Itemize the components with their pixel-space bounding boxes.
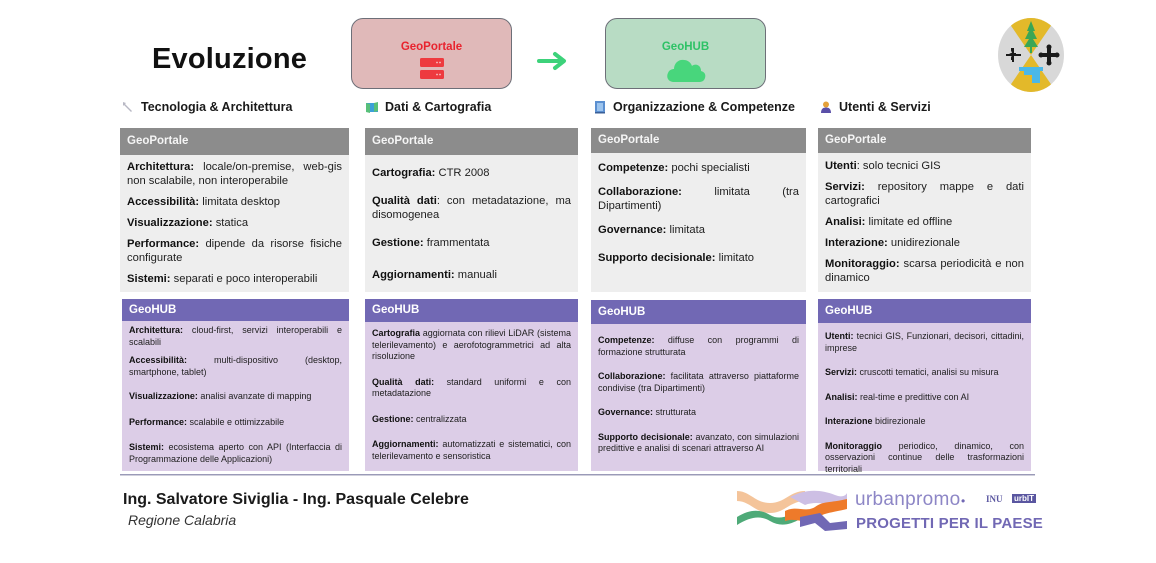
section-title-label: Organizzazione & Competenze xyxy=(613,100,795,114)
geoportale-state-label: GeoPortale xyxy=(400,41,463,53)
cloud-icon xyxy=(666,59,705,82)
card-item: Cartografia aggiornata con rilievi LiDAR… xyxy=(372,328,571,361)
card-item: Governance: limitata xyxy=(598,224,705,236)
geoportale-card-dati: GeoPortale Cartografia: CTR 2008 Qualità… xyxy=(365,128,578,292)
card-item: Performance: scalabile e ottimizzabile xyxy=(129,416,285,427)
card-item: Servizi: cruscotti tematici, analisi su … xyxy=(825,367,999,377)
card-header: GeoPortale xyxy=(120,128,349,155)
card-header: GeoPortale xyxy=(591,128,806,153)
user-icon xyxy=(821,101,831,113)
card-item: Servizi: repository mappe e dati cartogr… xyxy=(825,181,1024,207)
card-header: GeoPortale xyxy=(818,128,1031,153)
geoportale-card-utenti: GeoPortale Utenti: solo tecnici GIS Serv… xyxy=(818,128,1031,292)
footer-authors: Ing. Salvatore Siviglia - Ing. Pasquale … xyxy=(123,491,469,508)
card-item: Interazione bidirezionale xyxy=(825,416,926,426)
geohub-card-utenti: GeoHUB Utenti: tecnici GIS, Funzionari, … xyxy=(818,299,1031,474)
section-title-dati: Dati & Cartografia xyxy=(365,100,491,114)
card-item: Supporto decisionale: limitato xyxy=(598,252,755,264)
card-item: Accessibilità: limitata desktop xyxy=(127,196,280,208)
card-item: Architettura: locale/on-premise, web-gis… xyxy=(127,161,342,187)
card-item: Qualità dati: standard uniformi e con me… xyxy=(372,376,571,399)
card-item: Visualizzazione: analisi avanzate di map… xyxy=(129,391,312,401)
geohub-state-box: GeoHUB xyxy=(605,18,766,89)
slide-title: Evoluzione xyxy=(152,43,308,75)
section-title-utenti: Utenti & Servizi xyxy=(819,100,931,114)
wrench-icon xyxy=(123,102,132,112)
card-item: Sistemi: separati e poco interoperabili xyxy=(127,273,318,285)
map-icon xyxy=(366,102,378,113)
geohub-card-tecnologia: GeoHUB Architettura: cloud-first, serviz… xyxy=(122,299,349,471)
regione-calabria-crest xyxy=(998,18,1064,92)
card-item: Qualità dati: con metadatazione, ma diso… xyxy=(372,195,571,221)
section-title-label: Utenti & Servizi xyxy=(839,100,931,114)
arrow-right-icon xyxy=(537,52,566,70)
card-item: Aggiornamenti: automatizzati e sistemati… xyxy=(372,439,571,461)
card-item: Performance: dipende da risorse fisiche … xyxy=(127,238,342,264)
card-item: Architettura: cloud-first, servizi inter… xyxy=(129,325,342,347)
card-item: Accessibilità: multi-dispositivo (deskto… xyxy=(129,355,342,377)
event-tagline: PROGETTI PER IL PAESE xyxy=(856,515,1044,532)
card-item: Supporto decisionale: avanzato, con simu… xyxy=(598,431,799,454)
card-item: Monitoraggio: scarsa periodicità e non d… xyxy=(825,258,1024,284)
card-item: Analisi: limitate ed offline xyxy=(825,216,953,228)
geohub-state-label: GeoHUB xyxy=(661,41,710,53)
card-item: Utenti: tecnici GIS, Funzionari, decisor… xyxy=(825,331,1024,353)
card-item: Competenze: diffuse con programmi di for… xyxy=(598,335,799,357)
card-header: GeoHUB xyxy=(818,299,1031,323)
server-icon xyxy=(419,58,444,79)
geohub-card-organizzazione: GeoHUB Competenze: diffuse con programmi… xyxy=(591,300,806,471)
card-item: Visualizzazione: statica xyxy=(127,217,249,229)
card-header: GeoHUB xyxy=(591,300,806,324)
event-partner-urbit: urbIT xyxy=(1012,494,1036,503)
card-item: Aggiornamenti: manuali xyxy=(372,269,497,281)
geoportale-card-organizzazione: GeoPortale Competenze: pochi specialisti… xyxy=(591,128,806,292)
card-item: Sistemi: ecosistema aperto con API (Inte… xyxy=(129,442,342,464)
card-item: Collaborazione: facilitata attraverso pi… xyxy=(598,371,799,393)
section-title-organizzazione: Organizzazione & Competenze xyxy=(593,100,795,114)
card-item: Monitoraggio periodico, dinamico, con os… xyxy=(825,440,1024,474)
card-item: Competenze: pochi specialisti xyxy=(598,162,750,174)
card-item: Interazione: unidirezionale xyxy=(825,237,960,249)
card-item: Gestione: frammentata xyxy=(372,237,490,249)
footer-divider xyxy=(120,474,1035,476)
card-item: Analisi: real-time e predittive con AI xyxy=(825,391,970,402)
event-separator: • xyxy=(961,494,966,508)
event-brand: urbanpromo xyxy=(855,489,961,510)
card-header: GeoHUB xyxy=(365,299,578,322)
building-icon xyxy=(595,101,605,114)
geohub-card-dati: GeoHUB Cartografia aggiornata con riliev… xyxy=(365,299,578,471)
section-title-label: Tecnologia & Architettura xyxy=(141,100,293,114)
card-item: Governance: strutturata xyxy=(598,407,697,417)
geoportale-state-box: GeoPortale xyxy=(351,18,512,89)
card-item: Utenti: solo tecnici GIS xyxy=(825,160,941,172)
card-item: Cartografia: CTR 2008 xyxy=(372,167,490,179)
event-partner-inu: INU xyxy=(986,494,1003,504)
card-item: Collaborazione: limitata (tra Dipartimen… xyxy=(598,186,799,212)
card-header: GeoPortale xyxy=(365,128,578,155)
section-title-label: Dati & Cartografia xyxy=(385,100,492,114)
card-header: GeoHUB xyxy=(122,299,349,321)
card-item: Gestione: centralizzata xyxy=(372,413,467,424)
footer-organization: Regione Calabria xyxy=(128,512,237,528)
urbanpromo-waves-logo xyxy=(737,490,847,531)
geoportale-card-tecnologia: GeoPortale Architettura: locale/on-premi… xyxy=(120,128,349,292)
section-title-tecnologia: Tecnologia & Architettura xyxy=(121,100,292,114)
